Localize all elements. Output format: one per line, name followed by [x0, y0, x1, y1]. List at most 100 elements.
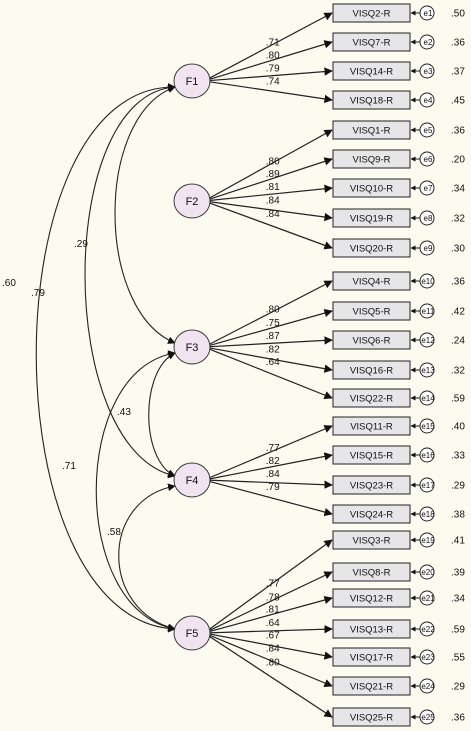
factor-label: F4 [186, 475, 199, 487]
loading-path [207, 625, 333, 634]
loading-label: .84 [266, 209, 280, 220]
covariance-arc [35, 83, 176, 633]
r-squared-label: .40 [451, 422, 465, 433]
observed-variable-box [332, 475, 411, 495]
observed-variable-label: VISQ17-R [350, 653, 393, 664]
error-term-label: e6 [424, 155, 433, 164]
loading-path [207, 633, 333, 660]
observed-variable-box [332, 707, 411, 727]
error-term-label: e4 [424, 96, 433, 105]
r-squared-label: .36 [451, 277, 465, 288]
covariance-layer: .29.79.60.43.71.58 [2, 83, 176, 633]
factor-node [173, 183, 211, 219]
factor-node [173, 462, 211, 498]
error-term-circle [419, 92, 435, 108]
r-squared-label: .59 [451, 625, 465, 636]
covariance-label: .43 [117, 407, 131, 418]
observed-variable-box [332, 271, 411, 291]
observed-variable-box [332, 90, 411, 110]
loading-label: .64 [266, 618, 280, 629]
loading-path [207, 309, 333, 347]
covariance-label: .60 [2, 278, 16, 289]
loading-path [207, 425, 333, 479]
error-term-label: e21 [421, 594, 435, 603]
loading-path [207, 280, 333, 346]
loading-label: .82 [266, 344, 280, 355]
observed-variable-label: VISQ13-R [350, 625, 393, 636]
r-squared-label: .30 [451, 244, 465, 255]
observed-variable-box [332, 149, 411, 169]
loading-label: .74 [266, 76, 280, 87]
error-term-circle [419, 210, 435, 226]
loading-path [207, 80, 333, 104]
observed-variable-box [332, 238, 411, 258]
observed-variable-label: VISQ16-R [350, 366, 393, 377]
factor-label: F1 [186, 76, 199, 88]
error-term-label: e2 [424, 38, 433, 47]
error-term-label: e25 [421, 713, 435, 722]
error-term-circle [419, 273, 435, 289]
r-squared-label: .42 [451, 307, 465, 318]
error-term-circle [419, 390, 435, 406]
error-term-circle [419, 564, 435, 580]
loading-paths-layer: .71.80.79.74.80.89.81.84.84.80.75.87.82.… [207, 12, 333, 718]
observed-variable-box [332, 330, 411, 350]
error-term-circle [419, 447, 435, 463]
observed-variable-box [332, 32, 411, 52]
error-term-circle [419, 621, 435, 637]
error-term-circle [419, 332, 435, 348]
error-term-label: e8 [424, 214, 433, 223]
observed-variable-label: VISQ18-R [350, 96, 393, 107]
observed-variable-label: VISQ10-R [350, 184, 393, 195]
observed-variable-box [332, 647, 411, 667]
observed-variable-label: VISQ9-R [352, 155, 390, 166]
error-term-label: e18 [421, 510, 435, 519]
loading-label: .84 [266, 469, 280, 480]
observed-variable-box [332, 178, 411, 198]
observed-variable-label: VISQ12-R [350, 594, 393, 605]
loading-path [207, 571, 333, 632]
observed-variable-label: VISQ5-R [352, 307, 390, 318]
error-term-circle [419, 649, 435, 665]
observed-variable-box [332, 208, 411, 228]
loading-label: .78 [266, 593, 280, 604]
error-term-label: e7 [424, 184, 433, 193]
loading-label: .80 [266, 304, 280, 315]
observed-variable-label: VISQ1-R [352, 126, 390, 137]
r-squared-label: .20 [451, 155, 465, 166]
observed-variable-label: VISQ19-R [350, 214, 393, 225]
error-term-circle [419, 418, 435, 434]
loading-label: .75 [266, 318, 280, 329]
error-term-label: e14 [421, 394, 435, 403]
r-squared-label: .59 [451, 394, 465, 405]
loading-label: .82 [266, 456, 280, 467]
observed-variable-label: VISQ8-R [352, 568, 390, 579]
factor-label: F2 [186, 196, 199, 208]
loading-label: .89 [266, 169, 280, 180]
error-term-circle [419, 34, 435, 50]
r-squared-label: .33 [451, 451, 465, 462]
loading-label: .87 [266, 331, 280, 342]
r-squared-label: .34 [451, 594, 465, 605]
observed-variable-label: VISQ7-R [352, 38, 390, 49]
r-squared-label: .55 [451, 653, 465, 664]
error-term-label: e13 [421, 366, 435, 375]
loading-path [207, 67, 333, 82]
observed-variable-box [332, 504, 411, 524]
loading-path [207, 184, 333, 202]
loading-label: .81 [266, 182, 280, 193]
error-term-label: e24 [421, 682, 435, 691]
observed-variable-box [332, 360, 411, 380]
error-term-circle [419, 63, 435, 79]
loading-path [207, 539, 333, 631]
loading-path [207, 452, 333, 480]
factor-label: F3 [186, 342, 199, 354]
error-term-circle [419, 362, 435, 378]
error-term-label: e15 [421, 422, 435, 431]
error-term-label: e1 [424, 9, 433, 18]
observed-variable-label: VISQ6-R [352, 336, 390, 347]
observed-variable-box [332, 588, 411, 608]
observed-variable-label: VISQ15-R [350, 451, 393, 462]
loading-label: .64 [266, 357, 280, 368]
